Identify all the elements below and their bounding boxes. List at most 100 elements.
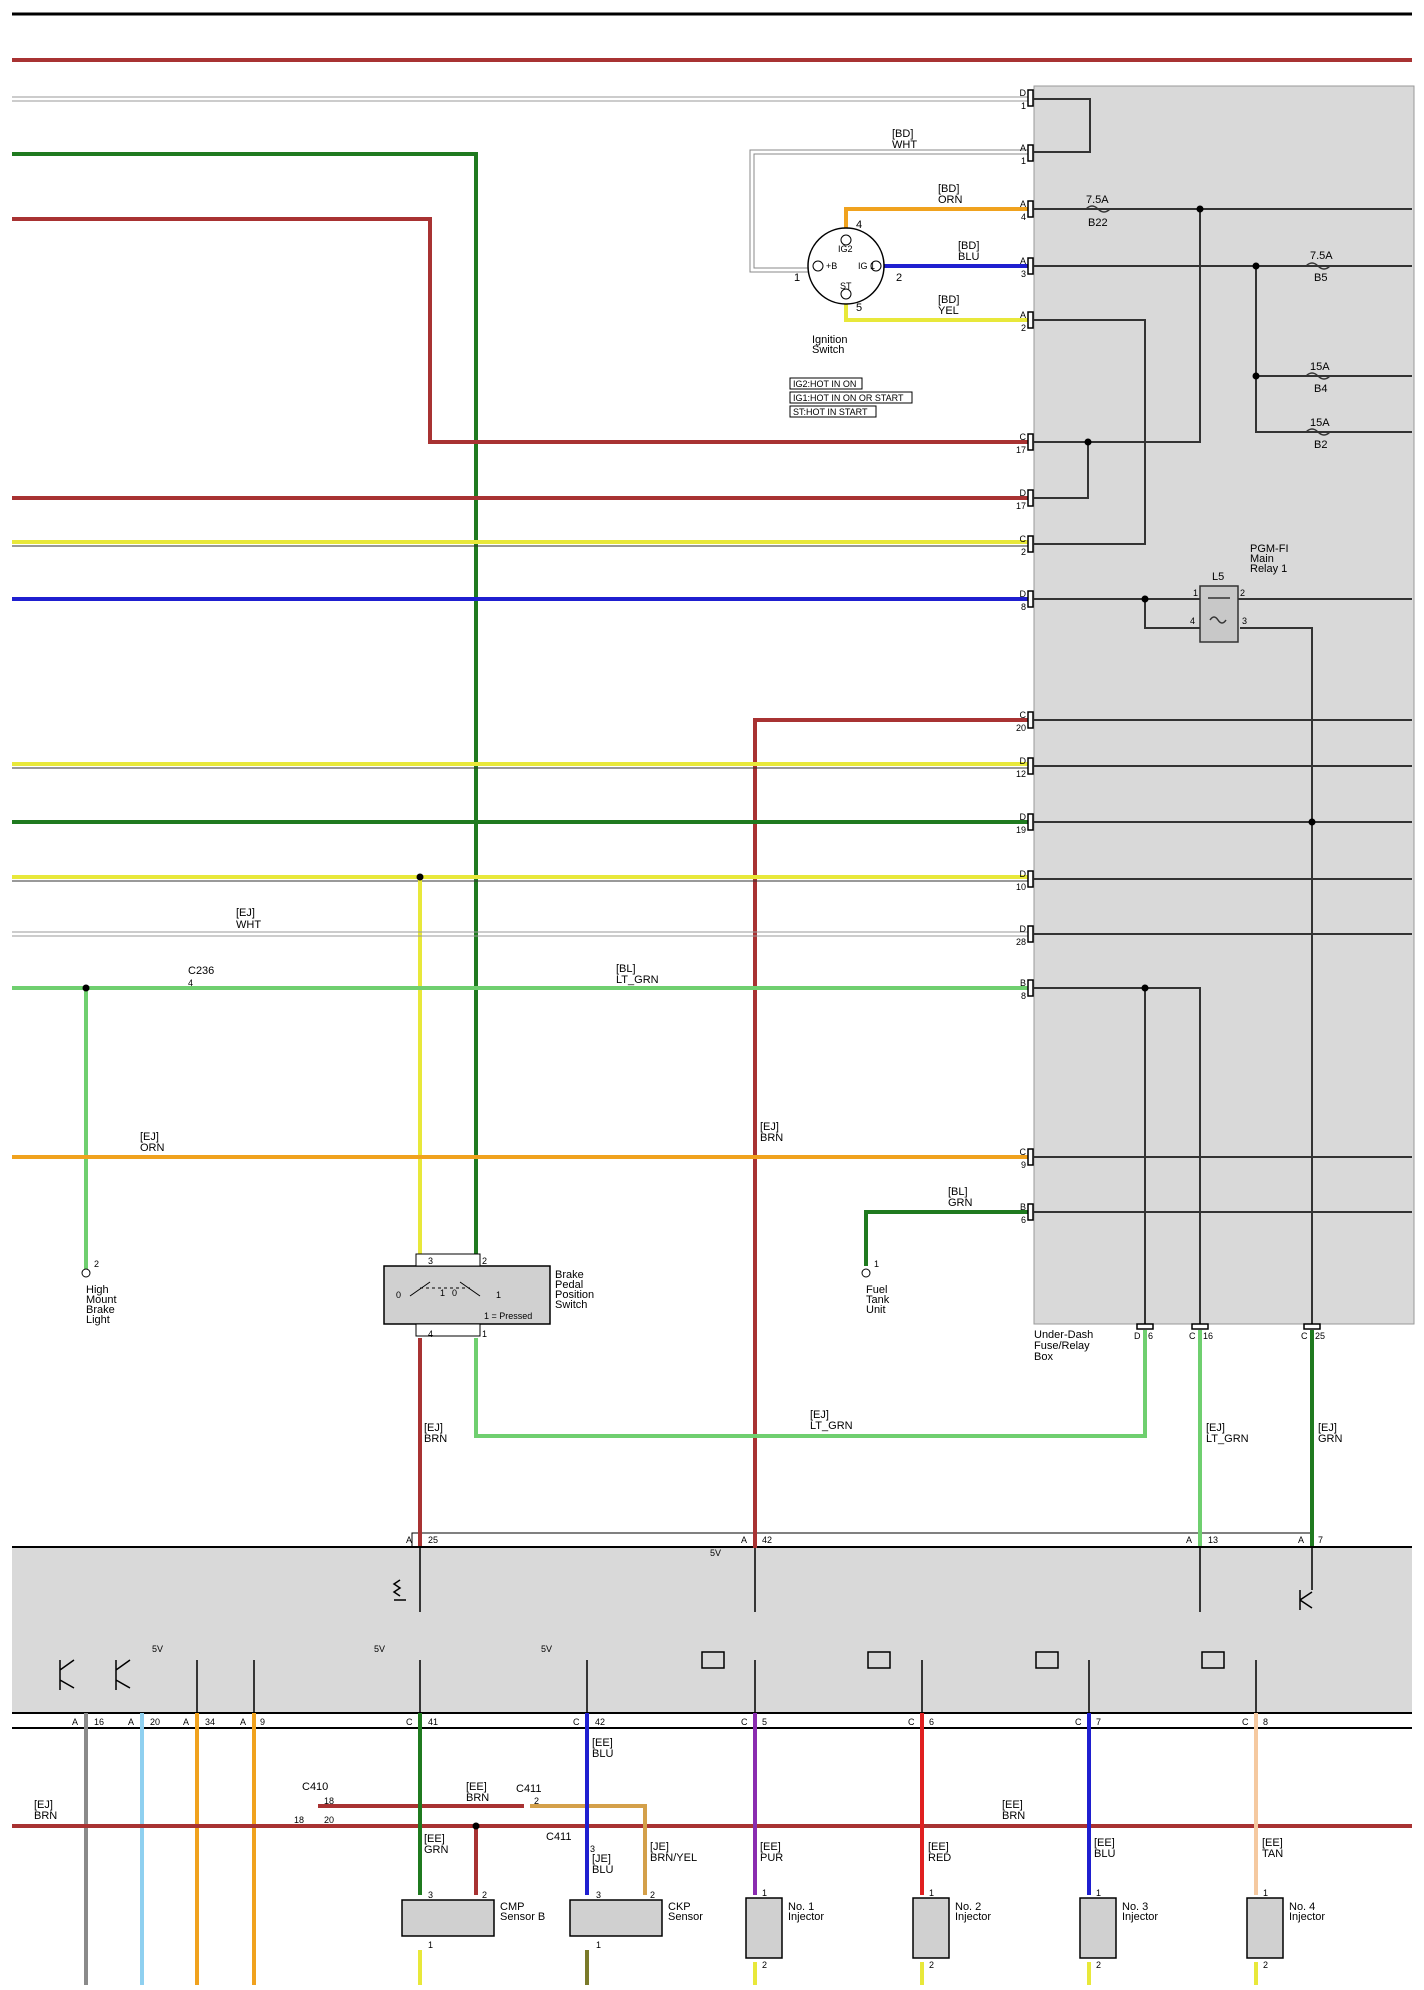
svg-text:A: A [1298,1535,1304,1545]
svg-text:D: D [1020,812,1027,822]
svg-text:1: 1 [874,1259,879,1269]
svg-text:Sensor: Sensor [668,1911,703,1923]
c236-pin: 4 [188,978,193,988]
svg-text:5V: 5V [374,1644,385,1654]
svg-text:2: 2 [1263,1960,1268,1970]
svg-text:2: 2 [650,1890,655,1900]
svg-text:4: 4 [1021,212,1026,222]
wire-orn-ig [844,207,1028,232]
svg-text:7: 7 [1096,1717,1101,1727]
relay-pin-4: 4 [1190,616,1195,626]
svg-text:Brake: Brake [555,1269,584,1281]
fuse-box-terminal-labels: D1 A1 A4 A3 A2 C17 D17 C2 D8 C20 D12 D19… [1016,88,1027,1225]
svg-text:ORN: ORN [938,194,963,206]
fuse-b22-id: B22 [1088,217,1108,229]
svg-text:C: C [741,1717,748,1727]
relay-l5 [1199,585,1239,643]
svg-text:[EJ]: [EJ] [140,1131,159,1143]
svg-text:C: C [1301,1331,1308,1341]
svg-text:C: C [406,1717,413,1727]
svg-text:ORN: ORN [140,1142,165,1154]
svg-text:2: 2 [1021,547,1026,557]
fuse-box-name-3: Box [1034,1351,1053,1363]
svg-text:1: 1 [482,1329,487,1339]
svg-text:2: 2 [482,1890,487,1900]
wire-yel-ig [844,300,1028,322]
fuse-box-name-2: Fuse/Relay [1034,1340,1090,1352]
svg-text:Tank: Tank [866,1294,890,1306]
svg-text:13: 13 [1208,1535,1218,1545]
svg-text:25: 25 [428,1535,438,1545]
svg-text:3: 3 [596,1890,601,1900]
brake-switch [383,1253,551,1337]
svg-text:3: 3 [428,1256,433,1266]
svg-text:[JE]: [JE] [592,1853,611,1865]
svg-text:[BD]: [BD] [958,240,979,252]
fuse-b4-amps: 15A [1310,361,1330,373]
svg-text:Position: Position [555,1289,594,1301]
svg-text:C: C [908,1717,915,1727]
ignition-legend-3: ST:HOT IN START [793,407,868,417]
svg-text:3: 3 [428,1890,433,1900]
svg-text:7: 7 [1318,1535,1323,1545]
svg-text:D: D [1020,924,1027,934]
svg-text:C: C [1020,432,1027,442]
svg-text:D: D [1134,1331,1141,1341]
svg-text:BLU: BLU [592,1864,613,1876]
svg-text:20: 20 [150,1717,160,1727]
svg-text:5V: 5V [152,1644,163,1654]
c411-pin: 2 [534,1796,539,1806]
svg-text:No. 3: No. 3 [1122,1901,1148,1913]
fb-relay-3 [1240,627,1313,1326]
svg-text:6: 6 [1148,1331,1153,1341]
wire-grn-brake [12,152,478,1254]
fb-d17-line [1034,442,1089,499]
svg-text:BRN: BRN [760,1132,783,1144]
svg-text:1: 1 [440,1288,445,1298]
svg-text:Brake: Brake [86,1304,115,1316]
ecm-5v-labels: 5V 5V 5V 5V [152,1548,721,1654]
svg-text:PUR: PUR [760,1852,783,1864]
svg-text:41: 41 [428,1717,438,1727]
svg-text:No. 4: No. 4 [1289,1901,1315,1913]
svg-text:Switch: Switch [555,1299,587,1311]
svg-text:BRN: BRN [34,1810,57,1822]
svg-text:Sensor B: Sensor B [500,1911,545,1923]
svg-text:16: 16 [94,1717,104,1727]
svg-text:C: C [1020,1147,1027,1157]
svg-text:1: 1 [428,1940,433,1950]
c411b-name: C411 [546,1831,571,1843]
svg-text:[BL]: [BL] [948,1186,968,1198]
svg-text:Injector: Injector [1289,1911,1325,1923]
fuse-b22-amps: 7.5A [1086,194,1109,206]
svg-text:Injector: Injector [788,1911,824,1923]
wire-brn-c20 [753,718,1028,1548]
svg-text:A: A [1186,1535,1192,1545]
wire-ltgrn-d6 [474,1330,1147,1438]
svg-text:9: 9 [260,1717,265,1727]
svg-text:C: C [1020,710,1027,720]
fuses [1085,205,1331,436]
svg-text:16: 16 [1203,1331,1213,1341]
ignition-legend-2: IG1:HOT IN ON OR START [793,393,904,403]
high-mount-brake-light: 2 High Mount Brake Light [81,1259,117,1326]
ignition-switch [789,227,913,418]
relay-name-2: Main [1250,553,1274,565]
svg-text:Injector: Injector [955,1911,991,1923]
svg-text:[EJ]: [EJ] [34,1799,53,1811]
svg-text:No. 1: No. 1 [788,1901,814,1913]
svg-text:A: A [240,1717,246,1727]
svg-text:[EE]: [EE] [424,1833,445,1845]
svg-text:BRN: BRN [1002,1810,1025,1822]
fuse-b5-id: B5 [1314,272,1327,284]
svg-text:0: 0 [452,1288,457,1298]
svg-text:5V: 5V [710,1548,721,1558]
fb-b2-line [1255,376,1412,433]
svg-text:4: 4 [428,1329,433,1339]
ignition-pin-st: ST [840,281,852,291]
svg-text:A: A [741,1535,747,1545]
c236-name: C236 [188,965,214,977]
